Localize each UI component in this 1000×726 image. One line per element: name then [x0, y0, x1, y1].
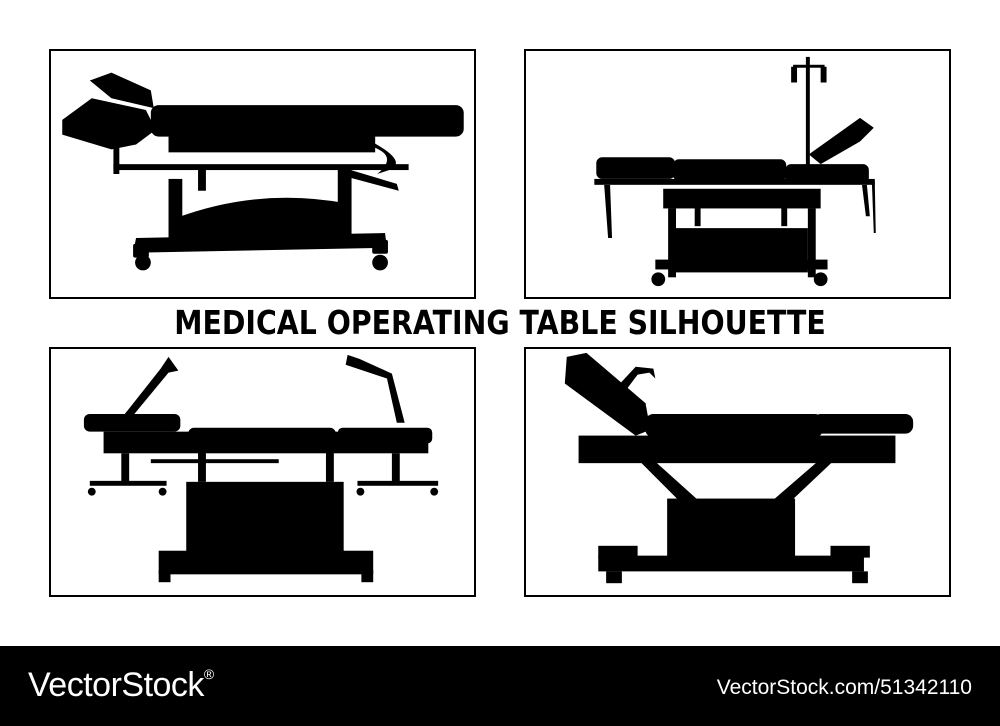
operating-table-silhouette-1 [62, 72, 464, 271]
footer-bar: VectorStock® VectorStock.com/51342110 [0, 646, 1000, 726]
brand-name: VectorStock [28, 666, 204, 704]
illustration-panel-1 [49, 49, 476, 299]
reclining-operating-table-silhouette [564, 352, 914, 584]
illustration-panel-2 [524, 49, 951, 299]
illustration-panel-3 [49, 347, 476, 597]
image-reference: VectorStock.com/51342110 [716, 676, 972, 699]
page-title: MEDICAL OPERATING TABLE SILHOUETTE [174, 303, 826, 342]
gynecological-table-with-leg-supports-silhouette [83, 354, 439, 583]
brand-registered-mark: ® [203, 666, 214, 682]
brand-logo: VectorStock® [28, 666, 214, 705]
illustration-panel-4 [524, 347, 951, 597]
operating-table-with-iv-pole-silhouette [594, 56, 876, 287]
